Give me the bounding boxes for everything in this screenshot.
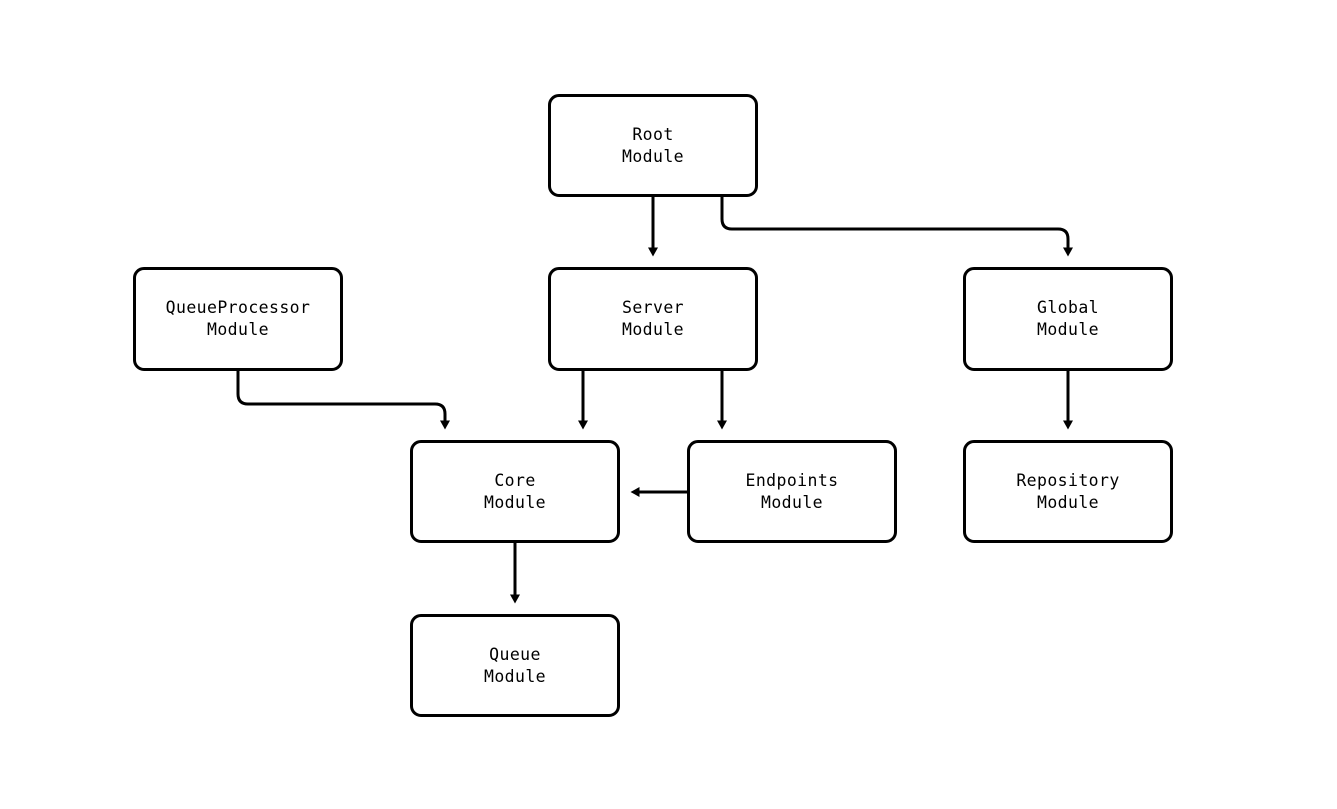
- node-label-name: Root: [632, 124, 674, 144]
- node-label-suffix: Module: [760, 492, 823, 512]
- node-label-name: QueueProcessor: [165, 298, 311, 317]
- node-label-name: Queue: [489, 644, 541, 664]
- node-label-name: Global: [1036, 298, 1099, 317]
- node-label-name: Server: [621, 298, 684, 317]
- node-label-suffix: Module: [621, 146, 684, 166]
- edge-root-to-global: [720, 197, 1073, 257]
- node-label-suffix: Module: [483, 492, 546, 512]
- node-label-name: Repository: [1016, 470, 1120, 490]
- node-label-suffix: Module: [1036, 320, 1099, 339]
- node-label-suffix: Module: [621, 320, 684, 339]
- edge-queueprocessor-to-core: [236, 371, 450, 430]
- node-label-name: Core: [494, 470, 536, 490]
- node-label-name: Endpoints: [745, 470, 839, 490]
- node-label-suffix: Module: [1036, 492, 1099, 512]
- node-label-suffix: Module: [483, 666, 546, 686]
- edge-group: [236, 197, 1073, 604]
- node-label-suffix: Module: [206, 320, 269, 339]
